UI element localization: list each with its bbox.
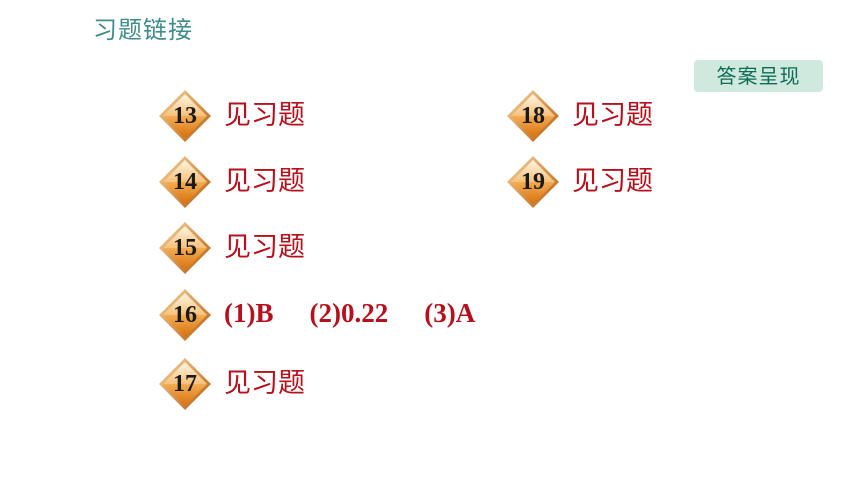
- item-number: 19: [521, 169, 545, 195]
- list-item-17: 17 见习题: [158, 357, 358, 411]
- number-badge-icon: 14: [158, 155, 212, 209]
- item-number: 17: [173, 371, 197, 397]
- item-answer: 见习题: [224, 100, 305, 131]
- item-number: 15: [173, 235, 197, 261]
- list-item-13: 13 见习题: [158, 89, 358, 143]
- number-badge-icon: 16: [158, 288, 212, 342]
- item-answer: 见习题: [224, 232, 305, 263]
- list-item-18: 18 见习题: [506, 89, 706, 143]
- number-badge-icon: 17: [158, 357, 212, 411]
- number-badge-icon: 18: [506, 89, 560, 143]
- list-item-16: 16 (1)B (2)0.22 (3)A: [158, 286, 518, 342]
- item-answer: 见习题: [572, 100, 653, 131]
- item-answer: 见习题: [224, 166, 305, 197]
- list-item-15: 15 见习题: [158, 221, 358, 275]
- item-number: 16: [173, 302, 197, 328]
- page-title: 习题链接: [93, 16, 193, 44]
- answer-part-2: (2)0.22: [309, 298, 389, 328]
- answer-part-1: (1)B: [224, 298, 274, 328]
- answer-part-3: (3)A: [424, 298, 476, 328]
- show-answers-button[interactable]: 答案呈现: [694, 60, 823, 92]
- item-answer: 见习题: [572, 166, 653, 197]
- number-badge-icon: 13: [158, 89, 212, 143]
- item-number: 18: [521, 103, 545, 129]
- item-answer: 见习题: [224, 368, 305, 399]
- number-badge-icon: 15: [158, 221, 212, 275]
- list-item-19: 19 见习题: [506, 155, 706, 209]
- list-item-14: 14 见习题: [158, 155, 358, 209]
- item-number: 13: [173, 103, 197, 129]
- item-answer-group: (1)B (2)0.22 (3)A: [224, 286, 475, 340]
- number-badge-icon: 19: [506, 155, 560, 209]
- item-number: 14: [173, 169, 197, 195]
